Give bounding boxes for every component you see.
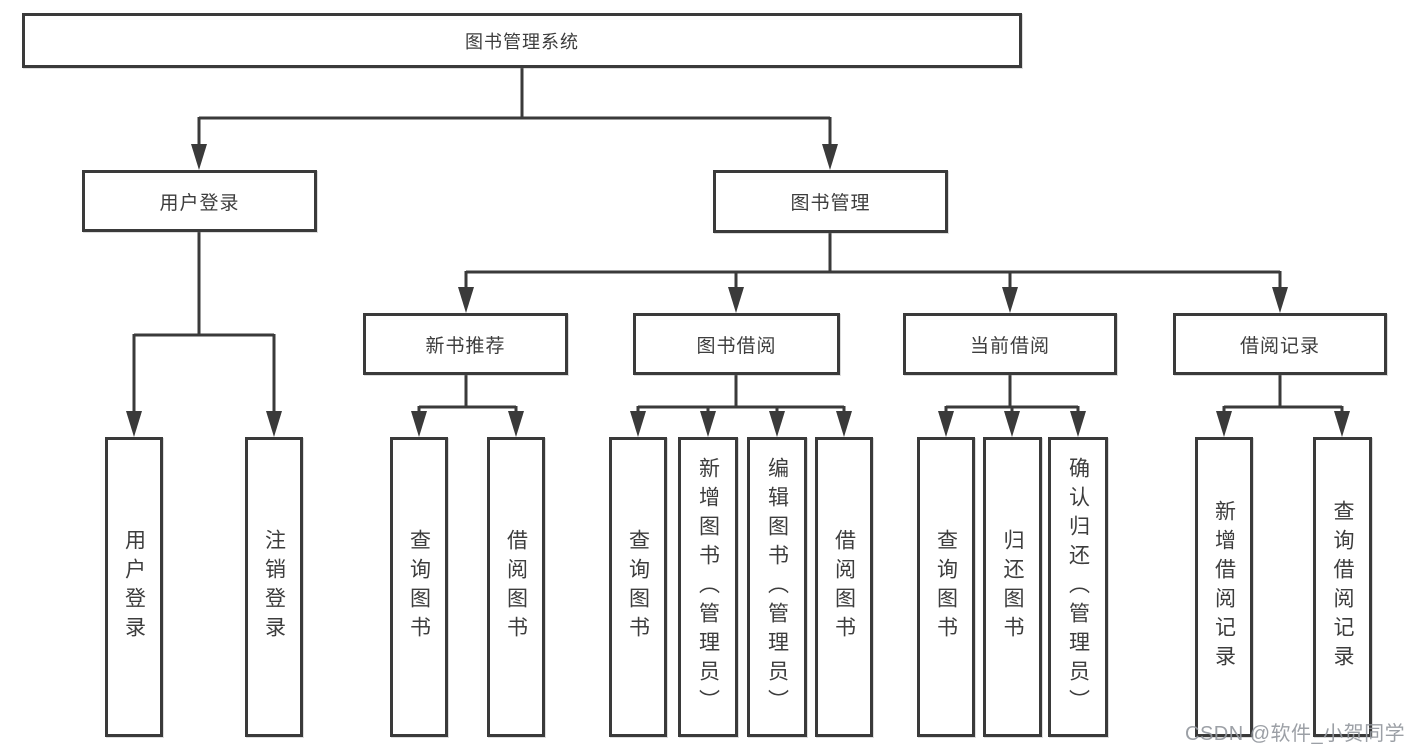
node-new-book-recommend-label: 新书推荐 — [425, 335, 506, 357]
leaf-query-books-borrow-label: 查询图书 — [626, 529, 650, 645]
leaf-edit-book-admin-label: 编辑图书（管理员） — [765, 456, 789, 718]
node-user-login: 用户登录 — [82, 170, 317, 232]
leaf-confirm-return-admin: 确认归还（管理员） — [1048, 437, 1108, 737]
leaf-query-books-current-label: 查询图书 — [934, 529, 958, 645]
leaf-user-login-label: 用户登录 — [122, 529, 146, 645]
leaf-query-books-recommend-label: 查询图书 — [407, 529, 431, 645]
leaf-borrow-books-recommend-label: 借阅图书 — [504, 529, 528, 645]
leaf-add-book-admin-label: 新增图书（管理员） — [696, 456, 720, 718]
connector-user-login-children — [126, 232, 282, 437]
node-current-borrow-label: 当前借阅 — [969, 335, 1050, 357]
node-user-login-label: 用户登录 — [159, 192, 240, 214]
node-book-management-label: 图书管理 — [790, 193, 871, 214]
node-book-borrow: 图书借阅 — [633, 313, 840, 375]
connector-book-management-children — [458, 233, 1288, 313]
leaf-logout-label: 注销登录 — [262, 529, 286, 645]
leaf-borrow-books-borrow: 借阅图书 — [815, 437, 873, 737]
node-library-system-label: 图书管理系统 — [465, 31, 579, 52]
connector-borrow-records-children — [1216, 375, 1350, 437]
node-borrow-records: 借阅记录 — [1173, 313, 1387, 375]
leaf-query-books-current: 查询图书 — [917, 437, 975, 737]
node-library-system: 图书管理系统 — [22, 13, 1022, 68]
node-book-management: 图书管理 — [713, 170, 948, 233]
leaf-borrow-books-recommend: 借阅图书 — [487, 437, 545, 737]
leaf-return-books: 归还图书 — [983, 437, 1042, 737]
leaf-query-borrow-record: 查询借阅记录 — [1313, 437, 1372, 737]
leaf-add-book-admin: 新增图书（管理员） — [678, 437, 738, 737]
leaf-logout: 注销登录 — [245, 437, 303, 737]
leaf-add-borrow-record: 新增借阅记录 — [1195, 437, 1253, 737]
node-current-borrow: 当前借阅 — [903, 313, 1117, 375]
leaf-add-borrow-record-label: 新增借阅记录 — [1212, 500, 1236, 674]
leaf-confirm-return-admin-label: 确认归还（管理员） — [1066, 456, 1090, 718]
node-new-book-recommend: 新书推荐 — [363, 313, 568, 375]
node-borrow-records-label: 借阅记录 — [1239, 335, 1320, 357]
leaf-user-login: 用户登录 — [105, 437, 163, 737]
leaf-return-books-label: 归还图书 — [1001, 529, 1024, 645]
leaf-borrow-books-borrow-label: 借阅图书 — [832, 529, 856, 645]
leaf-query-books-borrow: 查询图书 — [609, 437, 667, 737]
csdn-watermark: CSDN @软件_小贺同学 — [1185, 723, 1405, 745]
leaf-query-borrow-record-label: 查询借阅记录 — [1331, 500, 1354, 674]
leaf-query-books-recommend: 查询图书 — [390, 437, 448, 737]
connector-new-book-recommend-children — [411, 375, 524, 437]
connector-current-borrow-children — [938, 375, 1086, 437]
node-book-borrow-label: 图书借阅 — [696, 335, 777, 357]
connector-book-borrow-children — [630, 375, 852, 437]
leaf-edit-book-admin: 编辑图书（管理员） — [747, 437, 807, 737]
connector-root-to-level2 — [191, 68, 838, 170]
